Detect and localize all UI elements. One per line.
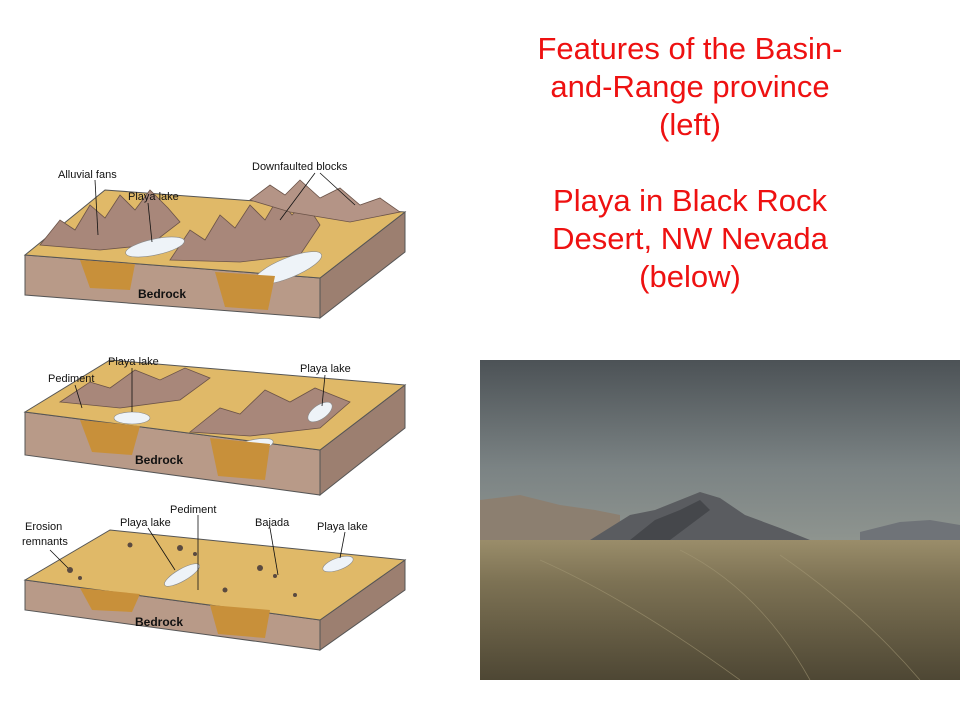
photo-playa-ground bbox=[480, 540, 960, 680]
photo-far-hills bbox=[480, 495, 620, 540]
label-bedrock-2: Bedrock bbox=[135, 453, 183, 467]
label-playa-lake-3-right: Playa lake bbox=[317, 521, 368, 533]
leader-playa-lake-3b bbox=[339, 531, 346, 559]
subtitle-line-2: Desert, NW Nevada bbox=[552, 221, 828, 256]
stage-3-block: Erosion remnants Playa lake Pediment Baj… bbox=[22, 504, 407, 651]
label-bedrock-3: Bedrock bbox=[135, 615, 183, 629]
subtitle-line-1: Playa in Black Rock bbox=[553, 183, 827, 218]
leader-playa-lake-1 bbox=[147, 202, 153, 243]
leader-downfaulted-2 bbox=[319, 172, 356, 206]
label-pediment-3: Pediment bbox=[170, 504, 216, 516]
stage-1-block: Alluvial fans Playa lake Downfaulted blo… bbox=[23, 161, 407, 320]
label-playa-lake-3-left: Playa lake bbox=[120, 517, 171, 529]
basin-range-diagram: Alluvial fans Playa lake Downfaulted blo… bbox=[22, 161, 407, 651]
stage-3-erosion-remnants bbox=[67, 542, 297, 597]
label-remnants: remnants bbox=[22, 536, 68, 548]
leader-alluvial-fans bbox=[94, 179, 99, 236]
leader-bajada bbox=[269, 527, 279, 576]
leader-playa-lake-2b bbox=[321, 374, 326, 407]
label-pediment-2: Pediment bbox=[48, 373, 94, 385]
title-line-2: and-Range province bbox=[550, 69, 830, 104]
title-gap bbox=[480, 144, 900, 182]
subtitle-line-3: (below) bbox=[639, 259, 741, 294]
stage-2-basin-fill-right bbox=[210, 438, 270, 480]
label-playa-lake-2-right: Playa lake bbox=[300, 363, 351, 375]
stage-2-basin-fill-left bbox=[80, 420, 140, 455]
stage-3-basin-fill-left bbox=[80, 588, 140, 612]
slide-title-block: Features of the Basin- and-Range provinc… bbox=[480, 30, 900, 296]
label-playa-lake-1: Playa lake bbox=[128, 191, 179, 203]
stage-2-range-right bbox=[188, 387, 351, 437]
title-line-1: Features of the Basin- bbox=[537, 31, 843, 66]
photo-tire-tracks bbox=[539, 549, 921, 680]
leader-playa-lake-3a bbox=[147, 527, 176, 571]
label-alluvial-fans: Alluvial fans bbox=[58, 169, 117, 181]
stage-1-basin-fill-right bbox=[215, 272, 275, 310]
photo-mountain-shadow bbox=[630, 500, 710, 540]
title-line-3: (left) bbox=[659, 107, 721, 142]
stage-2-range-left bbox=[58, 367, 211, 409]
stage-2-playa-lake-left bbox=[113, 411, 151, 425]
stage-1-range-middle bbox=[169, 197, 321, 263]
stage-3-playa-lake-right bbox=[322, 555, 354, 573]
stage-2-block: Pediment Playa lake Playa lake Bedrock bbox=[23, 356, 407, 497]
label-bedrock-1: Bedrock bbox=[138, 287, 186, 301]
label-playa-lake-2-left: Playa lake bbox=[108, 356, 159, 368]
leader-erosion-remnants bbox=[49, 549, 69, 569]
leader-pediment-2 bbox=[74, 384, 83, 409]
stage-1-basin-fill-left bbox=[80, 260, 135, 290]
label-erosion: Erosion bbox=[25, 521, 62, 533]
stage-3-playa-lake-left bbox=[164, 563, 200, 587]
stage-2-playa-lake-right bbox=[307, 401, 333, 423]
black-rock-desert-photo bbox=[480, 360, 960, 680]
label-downfaulted-blocks: Downfaulted blocks bbox=[252, 161, 348, 173]
stage-3-basin-fill-right bbox=[210, 605, 270, 638]
photo-distant-range bbox=[860, 520, 960, 540]
stage-1-range-back bbox=[249, 179, 401, 223]
leader-downfaulted-1 bbox=[279, 172, 316, 221]
label-bajada: Bajada bbox=[255, 517, 290, 529]
stage-1-playa-lake-left bbox=[125, 236, 185, 258]
